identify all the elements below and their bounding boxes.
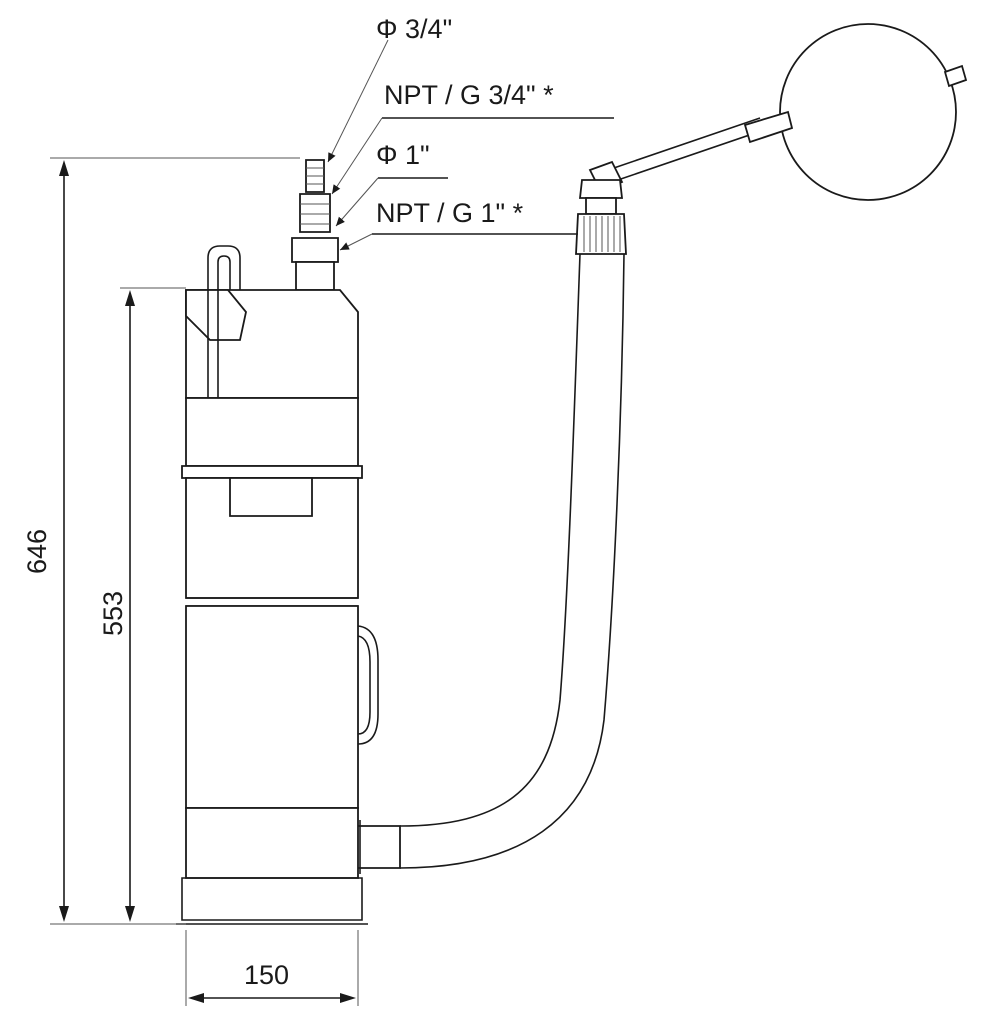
intake-hose-assembly	[353, 179, 627, 874]
pump-section	[185, 605, 359, 809]
float-switch	[588, 23, 968, 201]
dimension-lines	[50, 157, 359, 1006]
hose-nut	[578, 179, 624, 199]
hose-inlet-connector	[353, 825, 401, 869]
dim-width: 150	[244, 960, 289, 990]
float-cap	[943, 64, 968, 88]
hose-outer-edge	[399, 253, 581, 827]
base-section	[185, 807, 359, 879]
hose-inner-edge	[399, 253, 625, 869]
label-outlet-diameter: Φ 3/4"	[376, 14, 452, 44]
motor-ring	[181, 465, 363, 479]
motor-upper	[185, 397, 359, 467]
base-foot	[181, 877, 363, 921]
handle-bracket	[185, 289, 247, 341]
leader-hose-thread	[339, 233, 373, 251]
leader-outlet-thread	[331, 117, 383, 195]
leader-outlet-diameter	[327, 39, 389, 163]
label-hose-thread: NPT / G 1" *	[376, 198, 524, 228]
dim-body-height: 553	[98, 591, 128, 636]
float-clamp	[743, 110, 794, 144]
float-ball	[779, 23, 957, 201]
callout-leaders	[327, 39, 614, 251]
float-arm	[607, 117, 765, 183]
carry-handle	[207, 245, 241, 548]
housing-joint	[186, 597, 358, 607]
leader-hose-diameter	[335, 177, 379, 227]
label-hose-diameter: Φ 1"	[376, 140, 430, 170]
label-outlet-thread: NPT / G 3/4" *	[384, 80, 554, 110]
strainer-ribs	[583, 216, 621, 252]
dim-total-height: 646	[22, 529, 52, 574]
side-handle	[357, 625, 379, 745]
outlet-nut	[291, 237, 339, 263]
hose-collar	[585, 197, 617, 215]
outlet-base	[295, 261, 335, 291]
outlet-nipple-large	[299, 193, 331, 233]
pump-body	[176, 159, 379, 925]
